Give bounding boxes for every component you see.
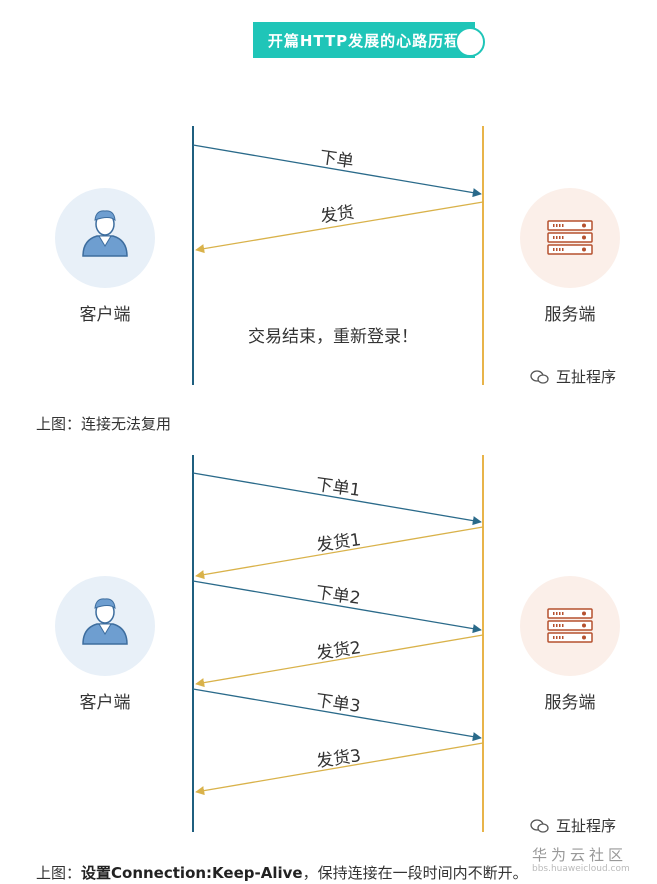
caption-2: 上图：设置Connection:Keep-Alive，保持连接在一段时间内不断开… <box>36 862 528 883</box>
arrow-order-2c <box>192 688 482 742</box>
server-label: 服务端 <box>544 693 596 713</box>
arrow-order-2b <box>192 580 482 634</box>
watermark-text: 互扯程序 <box>556 817 617 835</box>
server-label: 服务端 <box>544 305 596 325</box>
message-order: 下单 <box>318 147 355 173</box>
watermark-text: 互扯程序 <box>556 368 617 386</box>
wechat-icon <box>530 369 549 384</box>
caption-2-prefix: 上图： <box>36 864 82 882</box>
arrow-order-1 <box>192 144 482 198</box>
arrow-ship-1 <box>195 201 484 254</box>
caption-2-bold: 设置Connection:Keep-Alive <box>81 864 303 882</box>
arrow-ship-2c <box>195 742 484 796</box>
client-label: 客户端 <box>79 305 131 325</box>
arrow-ship-2b <box>195 634 484 688</box>
client-label: 客户端 <box>79 693 131 713</box>
wechat-icon <box>530 818 549 833</box>
brand-logo-text: 华为云社区 <box>532 846 628 864</box>
watermark: 互扯程序 <box>530 815 616 836</box>
caption-1: 上图：连接无法复用 <box>36 415 172 433</box>
brand-url: bbs.huaweicloud.com <box>532 864 630 874</box>
arrow-order-2a <box>192 472 482 526</box>
transaction-note: 交易结束，重新登录！ <box>248 327 418 347</box>
caption-2-suffix: ，保持连接在一段时间内不断开。 <box>302 864 528 882</box>
title-banner-cap <box>455 27 485 57</box>
server-icon <box>520 576 620 676</box>
title-banner: 开篇HTTP发展的心路历程 <box>253 22 485 58</box>
server-icon <box>520 188 620 288</box>
title-text: 开篇HTTP发展的心路历程 <box>267 31 461 50</box>
message-ship: 发货 <box>319 202 356 228</box>
client-avatar-icon <box>55 576 155 676</box>
watermark: 互扯程序 <box>530 366 616 387</box>
arrow-ship-2a <box>195 526 484 580</box>
client-avatar-icon <box>55 188 155 288</box>
